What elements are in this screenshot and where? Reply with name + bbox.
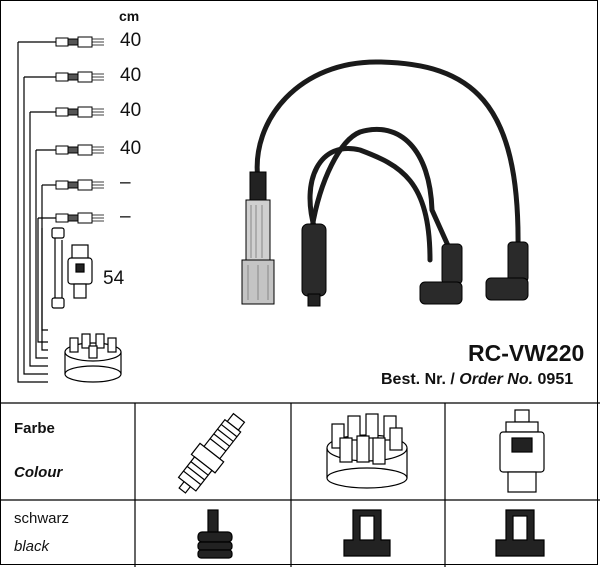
order-number: 0951: [537, 371, 574, 388]
lead-length-1: 40: [120, 30, 142, 51]
order-label: Order No.: [459, 371, 534, 388]
coil-boot: [301, 223, 327, 307]
black-connector-coil: [495, 509, 545, 557]
spark-plug-boot: [241, 171, 275, 305]
lead-connectors: [55, 36, 104, 224]
table-header-colour: Colour: [14, 464, 63, 481]
lead-length-5: –: [120, 172, 131, 193]
coil-schematic: [51, 227, 93, 309]
angled-boot-2: [485, 241, 529, 301]
table-color-black: black: [14, 538, 50, 555]
table-header-farbe: Farbe: [14, 420, 55, 437]
lead-length-6: –: [120, 206, 131, 227]
distributor-cap-schematic: [64, 333, 122, 383]
lead-length-3: 40: [120, 100, 142, 121]
ignition-cable-set: [254, 59, 521, 263]
order-number-line: Best. Nr. / Order No. 0951: [381, 371, 573, 389]
harness-schematic: [17, 41, 56, 383]
black-connector-cap: [343, 509, 391, 557]
spark-plug-icon: [177, 412, 246, 494]
coil-lead-length: 54: [103, 268, 125, 289]
distributor-cap-icon: [326, 413, 408, 489]
length-unit-label: cm: [119, 8, 140, 24]
lead-length-4: 40: [120, 138, 142, 159]
product-code: RC-VW220: [468, 340, 585, 366]
table-color-schwarz: schwarz: [14, 510, 70, 527]
lead-length-2: 40: [120, 65, 142, 86]
angled-boot-1: [419, 243, 463, 305]
ignition-coil-icon: [499, 409, 545, 493]
table-grid: [0, 402, 600, 567]
order-prefix: Best. Nr. /: [381, 371, 455, 388]
black-connector-plug: [197, 509, 233, 559]
